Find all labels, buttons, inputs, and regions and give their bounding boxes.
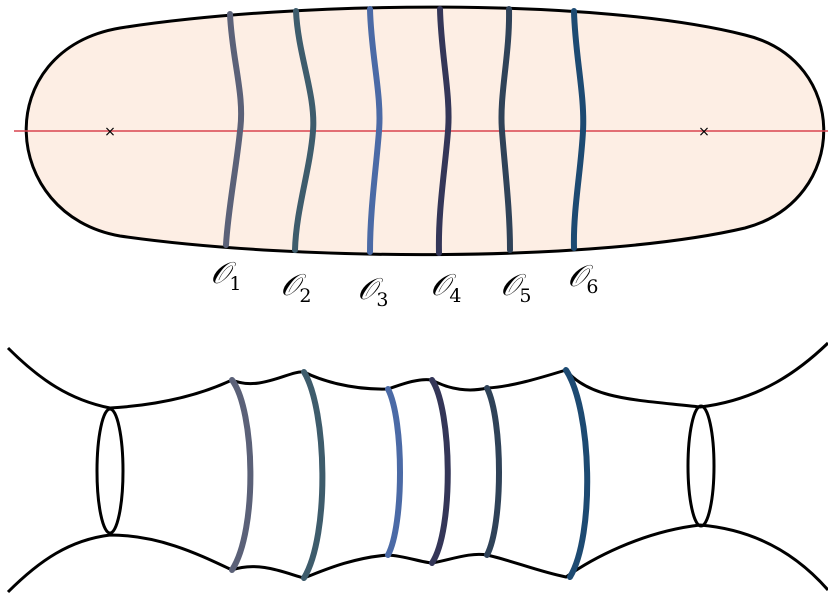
tube-top-edge: [6, 341, 828, 410]
operator-curve-bottom-1: [229, 377, 254, 573]
top-diagram: × × 𝒪1 𝒪2 𝒪3 𝒪4 𝒪5 𝒪6: [14, 5, 828, 311]
right-boundary-circle: [686, 404, 716, 528]
operator-curve-bottom-4: [429, 377, 451, 566]
operator-curve-top-5: [498, 6, 513, 253]
operator-curve-top-1: [223, 11, 245, 248]
operator-label-3: 𝒪3: [358, 272, 389, 311]
operator-label-6: 𝒪6: [568, 259, 599, 298]
tube-bottom-edge: [6, 523, 828, 594]
operator-curve-bottom-3: [385, 386, 403, 558]
operator-label-4: 𝒪4: [431, 268, 462, 307]
operator-curve-top-4: [435, 6, 452, 256]
operator-curve-top-2: [292, 8, 317, 253]
operator-curve-bottom-6: [563, 367, 591, 580]
bottom-diagram: [6, 341, 828, 594]
operator-curve-bottom-5: [484, 385, 502, 558]
operator-curve-top-3: [367, 6, 383, 255]
operator-label-2: 𝒪2: [281, 268, 312, 307]
operator-label-1: 𝒪1: [211, 256, 242, 295]
marker-right: ×: [698, 124, 710, 140]
left-boundary-circle: [95, 407, 125, 535]
operator-curve-bottom-2: [301, 369, 326, 581]
operator-label-5: 𝒪5: [501, 268, 532, 307]
marker-left: ×: [104, 124, 116, 140]
operator-curve-top-6: [570, 8, 587, 251]
